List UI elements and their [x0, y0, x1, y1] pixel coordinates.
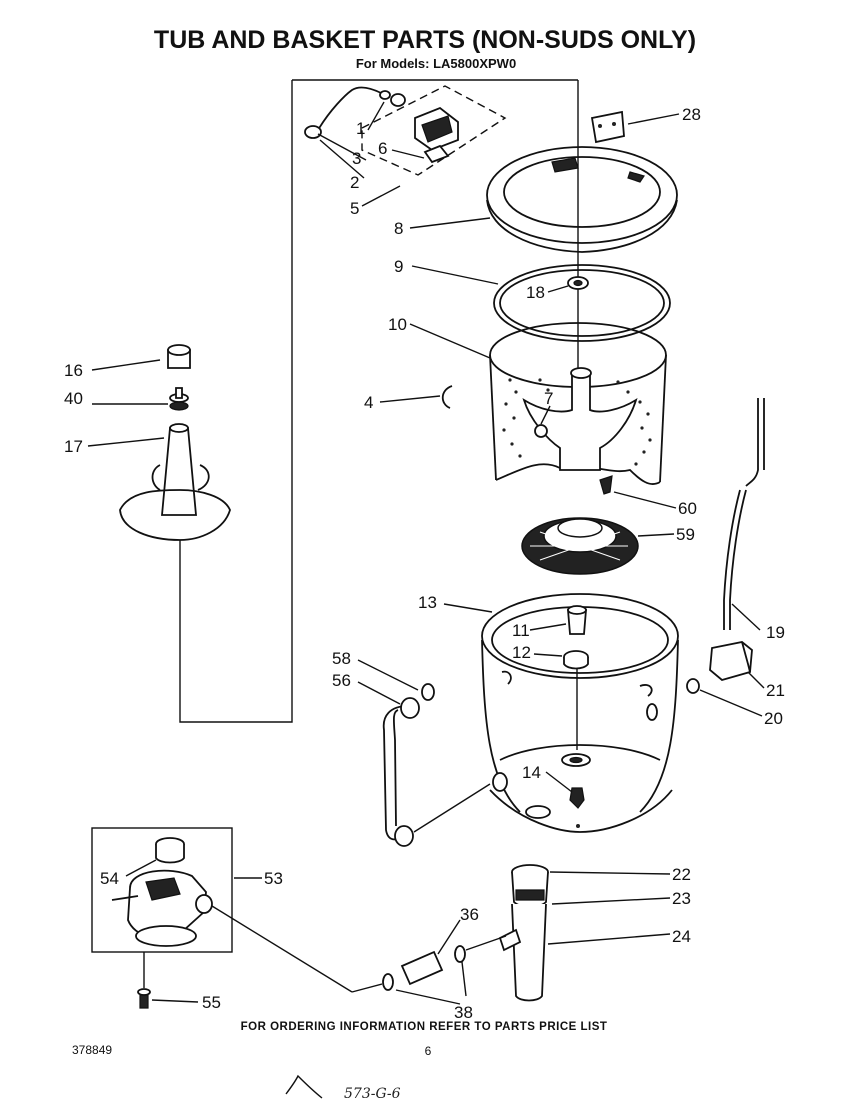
drive-hub-part-59 [521, 517, 639, 575]
part-numbers: 1 3 2 5 6 28 8 9 18 10 4 7 60 59 13 11 1… [64, 105, 785, 1022]
leader-lines [87, 101, 765, 1005]
label-part-17: 17 [64, 437, 83, 456]
label-part-23: 23 [672, 889, 691, 908]
center-parts [563, 605, 589, 809]
label-part-38: 38 [454, 1003, 473, 1022]
outlet-parts-22-24 [498, 864, 549, 1002]
outer-tub-part-13 [481, 593, 679, 833]
document-number: 378849 [72, 1043, 112, 1057]
bracket-part-28 [590, 110, 625, 144]
label-part-11: 11 [512, 621, 530, 640]
label-part-28: 28 [682, 105, 701, 124]
label-part-53: 53 [264, 869, 283, 888]
pump-assembly-parts-53-55 [91, 827, 383, 1009]
label-part-10: 10 [388, 315, 407, 334]
label-part-40: 40 [64, 389, 83, 408]
ordering-note: FOR ORDERING INFORMATION REFER TO PARTS … [241, 1021, 608, 1033]
label-part-2: 2 [350, 173, 359, 192]
label-part-16: 16 [64, 361, 83, 380]
label-part-12: 12 [512, 643, 531, 662]
basket-part-10 [489, 322, 667, 485]
tub-ring-part-8 [486, 146, 678, 253]
label-part-60: 60 [678, 499, 697, 518]
label-part-14: 14 [522, 763, 541, 782]
page-title: TUB AND BASKET PARTS (NON-SUDS ONLY) [154, 26, 696, 54]
label-part-5: 5 [350, 199, 359, 218]
label-part-56: 56 [332, 671, 351, 690]
model-subtitle: For Models: LA5800XPW0 [356, 56, 516, 71]
label-part-8: 8 [394, 219, 403, 238]
label-part-19: 19 [766, 623, 785, 642]
label-part-54: 54 [100, 869, 119, 888]
label-part-13: 13 [418, 593, 437, 612]
label-part-55: 55 [202, 993, 221, 1012]
label-part-1: 1 [356, 119, 365, 138]
label-part-58: 58 [332, 649, 351, 668]
agitator-parts-16-17 [119, 344, 231, 541]
label-part-9: 9 [394, 257, 403, 276]
label-part-21: 21 [766, 681, 785, 700]
clip-part-4 [441, 385, 453, 409]
label-part-20: 20 [764, 709, 783, 728]
seal-ring-part-9 [493, 264, 671, 342]
label-part-6: 6 [378, 139, 387, 158]
screw-part-60 [599, 475, 613, 495]
label-part-7: 7 [544, 389, 553, 408]
switch-assembly [304, 85, 507, 176]
tube-parts-19-21 [686, 398, 765, 694]
label-part-59: 59 [676, 525, 695, 544]
label-part-18: 18 [526, 283, 545, 302]
hose-parts-36-38 [382, 935, 507, 991]
label-part-4: 4 [364, 393, 373, 412]
hose-parts-56-58 [382, 683, 491, 847]
handwritten-note: 573-G-6 [344, 1086, 401, 1101]
handwritten-stroke [285, 1074, 323, 1099]
label-part-22: 22 [672, 865, 691, 884]
label-part-24: 24 [672, 927, 691, 946]
page-number: 6 [425, 1044, 432, 1058]
label-part-3: 3 [352, 149, 361, 168]
label-part-36: 36 [460, 905, 479, 924]
